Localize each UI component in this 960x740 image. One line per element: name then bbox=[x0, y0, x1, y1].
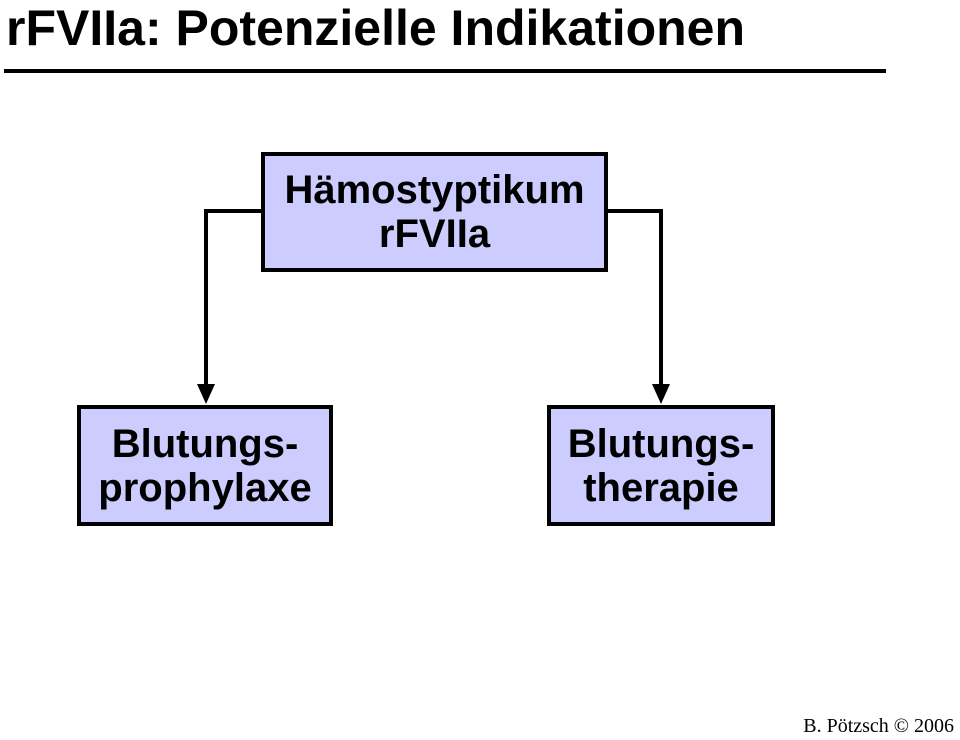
slide-title: rFVIIa: Potenzielle Indikationen bbox=[6, 0, 746, 56]
box-haemostyptikum-line2: rFVIIa bbox=[378, 212, 491, 256]
box-haemostyptikum: Hämostyptikum rFVIIa bbox=[261, 152, 608, 272]
box-blutungstherapie-line2: therapie bbox=[583, 465, 739, 510]
title-underline bbox=[4, 69, 886, 73]
box-haemostyptikum-line1: Hämostyptikum bbox=[284, 168, 585, 212]
connector-right bbox=[608, 209, 663, 386]
footer-credit: B. Pötzsch © 2006 bbox=[803, 715, 954, 737]
box-blutungsprophylaxe-line1: Blutungs- bbox=[111, 421, 299, 466]
connector-left bbox=[204, 209, 261, 386]
box-blutungstherapie-line1: Blutungs- bbox=[567, 421, 755, 466]
box-blutungsprophylaxe: Blutungs- prophylaxe bbox=[77, 405, 333, 526]
arrowhead-left bbox=[197, 384, 215, 404]
arrowhead-right bbox=[652, 384, 670, 404]
box-blutungstherapie: Blutungs- therapie bbox=[547, 405, 775, 526]
box-blutungsprophylaxe-line2: prophylaxe bbox=[98, 465, 312, 510]
